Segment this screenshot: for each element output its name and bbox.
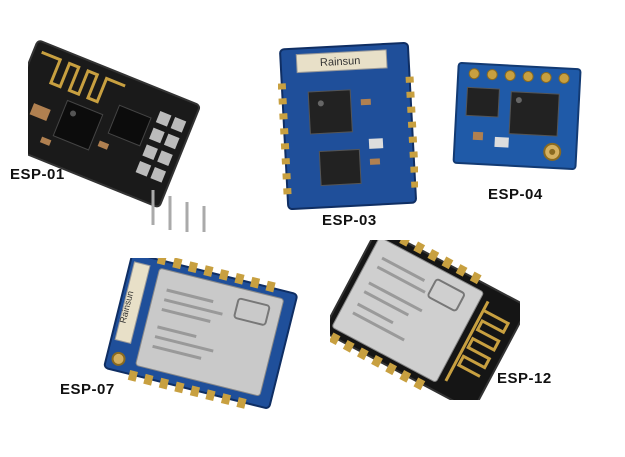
- esp-12-module: [330, 240, 520, 400]
- esp-01-module: [28, 20, 258, 235]
- esp-03-antenna-text: Rainsun: [319, 54, 361, 70]
- esp-03-board-image: [278, 41, 418, 210]
- esp-03-label: ESP-03: [322, 212, 377, 229]
- esp-12-board-image: [330, 240, 520, 400]
- esp-01-label: ESP-01: [10, 166, 65, 183]
- esp-04-label: ESP-04: [488, 186, 543, 203]
- esp-07-module: Rainsun: [100, 258, 300, 418]
- esp-07-label: ESP-07: [60, 381, 115, 398]
- esp-07-board-image: [103, 258, 298, 409]
- esp-01-board-image: [28, 40, 206, 232]
- esp-04-module: [452, 62, 582, 172]
- esp-04-board-image: [452, 62, 582, 170]
- esp-12-label: ESP-12: [497, 370, 552, 387]
- esp-03-module: Rainsun: [278, 40, 418, 210]
